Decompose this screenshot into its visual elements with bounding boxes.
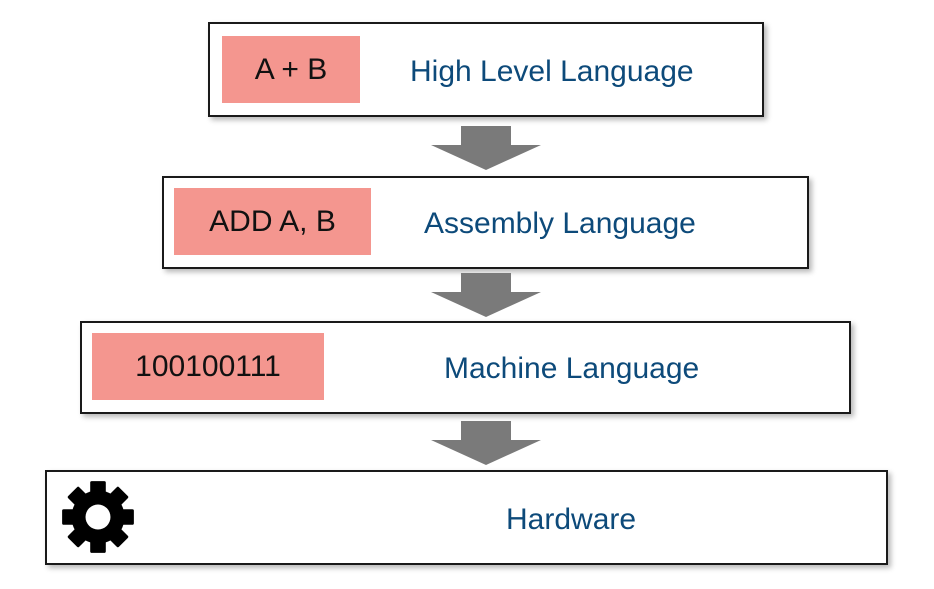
down-arrow-icon — [431, 421, 541, 465]
assembly-language-label: Assembly Language — [424, 207, 696, 240]
gear-icon — [62, 481, 134, 553]
hardware-label: Hardware — [506, 503, 637, 536]
machine-language-box: 100100111 Machine Language — [80, 321, 851, 414]
assembly-language-box: ADD A, B Assembly Language — [162, 176, 809, 269]
high-level-code-chip: A + B — [222, 36, 360, 103]
high-level-language-box: A + B High Level Language — [208, 22, 764, 117]
machine-language-label: Machine Language — [444, 352, 700, 385]
high-level-language-label: High Level Language — [410, 55, 694, 88]
hardware-box: Hardware — [45, 470, 888, 565]
high-level-code: A + B — [254, 52, 328, 86]
assembly-code-chip: ADD A, B — [174, 188, 371, 255]
down-arrow-icon — [431, 126, 541, 170]
machine-code-chip: 100100111 — [92, 333, 324, 400]
machine-code: 100100111 — [135, 349, 281, 383]
down-arrow-icon — [431, 273, 541, 317]
assembly-code: ADD A, B — [209, 204, 336, 238]
